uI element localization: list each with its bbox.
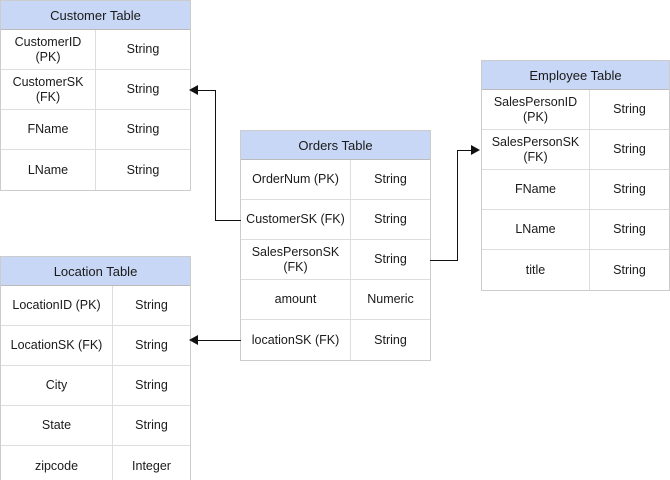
table-location-title: Location Table xyxy=(1,257,190,286)
field-name: CustomerSK (FK) xyxy=(241,200,351,239)
table-row: FName String xyxy=(482,170,669,210)
table-row: CustomerSK (FK) String xyxy=(1,70,190,110)
field-type: String xyxy=(613,262,646,277)
arrow-head-icon xyxy=(189,85,198,95)
field-name: State xyxy=(1,406,113,445)
table-location[interactable]: Location Table LocationID (PK) String Lo… xyxy=(0,256,191,480)
table-row: FName String xyxy=(1,110,190,150)
table-orders[interactable]: Orders Table OrderNum (PK) String Custom… xyxy=(240,130,431,361)
field-name: zipcode xyxy=(1,446,113,480)
field-name: amount xyxy=(241,280,351,319)
field-name: SalesPersonID (PK) xyxy=(482,90,590,129)
field-type: String xyxy=(374,332,407,347)
field-type: String xyxy=(135,418,168,433)
field-name: CustomerSK (FK) xyxy=(1,70,96,109)
field-name: SalesPersonSK (FK) xyxy=(241,240,351,279)
table-employee-title: Employee Table xyxy=(482,61,669,90)
table-row: zipcode Integer xyxy=(1,446,190,480)
table-orders-title: Orders Table xyxy=(241,131,430,160)
field-type: String xyxy=(613,182,646,197)
field-name: CustomerID (PK) xyxy=(1,30,96,69)
field-type: String xyxy=(613,142,646,157)
arrow-head-icon xyxy=(189,335,198,345)
field-type: String xyxy=(374,212,407,227)
field-type: String xyxy=(374,252,407,267)
table-row: SalesPersonSK (FK) String xyxy=(482,130,669,170)
connector-segment-horizontal xyxy=(215,220,241,221)
table-row: LocationID (PK) String xyxy=(1,286,190,326)
table-row: title String xyxy=(482,250,669,290)
field-name: LName xyxy=(482,210,590,249)
connector-segment-horizontal xyxy=(198,340,241,341)
field-type: String xyxy=(374,172,407,187)
table-row: LocationSK (FK) String xyxy=(1,326,190,366)
connector-segment-vertical xyxy=(457,150,458,261)
table-row: City String xyxy=(1,366,190,406)
arrow-head-icon xyxy=(471,145,480,155)
table-row: amount Numeric xyxy=(241,280,430,320)
field-type: String xyxy=(126,162,160,177)
table-row: SalesPersonSK (FK) String xyxy=(241,240,430,280)
table-employee[interactable]: Employee Table SalesPersonID (PK) String… xyxy=(481,60,670,291)
connector-segment-vertical xyxy=(215,90,216,221)
connector-segment-horizontal xyxy=(198,90,216,91)
field-name: FName xyxy=(482,170,590,209)
field-type: String xyxy=(135,338,168,353)
table-row: LName String xyxy=(482,210,669,250)
field-type: String xyxy=(613,222,646,237)
field-name: LocationSK (FK) xyxy=(1,326,113,365)
table-customer[interactable]: Customer Table CustomerID (PK) String Cu… xyxy=(0,0,191,191)
table-row: CustomerSK (FK) String xyxy=(241,200,430,240)
field-name: SalesPersonSK (FK) xyxy=(482,130,590,169)
connector-segment-horizontal xyxy=(430,260,458,261)
field-name: OrderNum (PK) xyxy=(241,160,351,199)
field-type: String xyxy=(135,298,168,313)
field-name: FName xyxy=(1,110,96,149)
table-customer-title: Customer Table xyxy=(1,1,190,30)
table-row: locationSK (FK) String xyxy=(241,320,430,360)
field-name: locationSK (FK) xyxy=(241,320,351,360)
field-type: String xyxy=(126,42,160,57)
field-name: LocationID (PK) xyxy=(1,286,113,325)
field-type: String xyxy=(126,82,160,97)
connector-segment-horizontal xyxy=(457,150,472,151)
field-type: String xyxy=(613,102,646,117)
field-name: City xyxy=(1,366,113,405)
table-row: OrderNum (PK) String xyxy=(241,160,430,200)
table-row: State String xyxy=(1,406,190,446)
table-row: CustomerID (PK) String xyxy=(1,30,190,70)
table-row: LName String xyxy=(1,150,190,190)
field-type: Integer xyxy=(132,458,171,473)
field-type: String xyxy=(135,378,168,393)
field-type: Numeric xyxy=(367,292,414,307)
field-type: String xyxy=(126,122,160,137)
field-name: title xyxy=(482,250,590,290)
field-name: LName xyxy=(1,150,96,190)
table-row: SalesPersonID (PK) String xyxy=(482,90,669,130)
